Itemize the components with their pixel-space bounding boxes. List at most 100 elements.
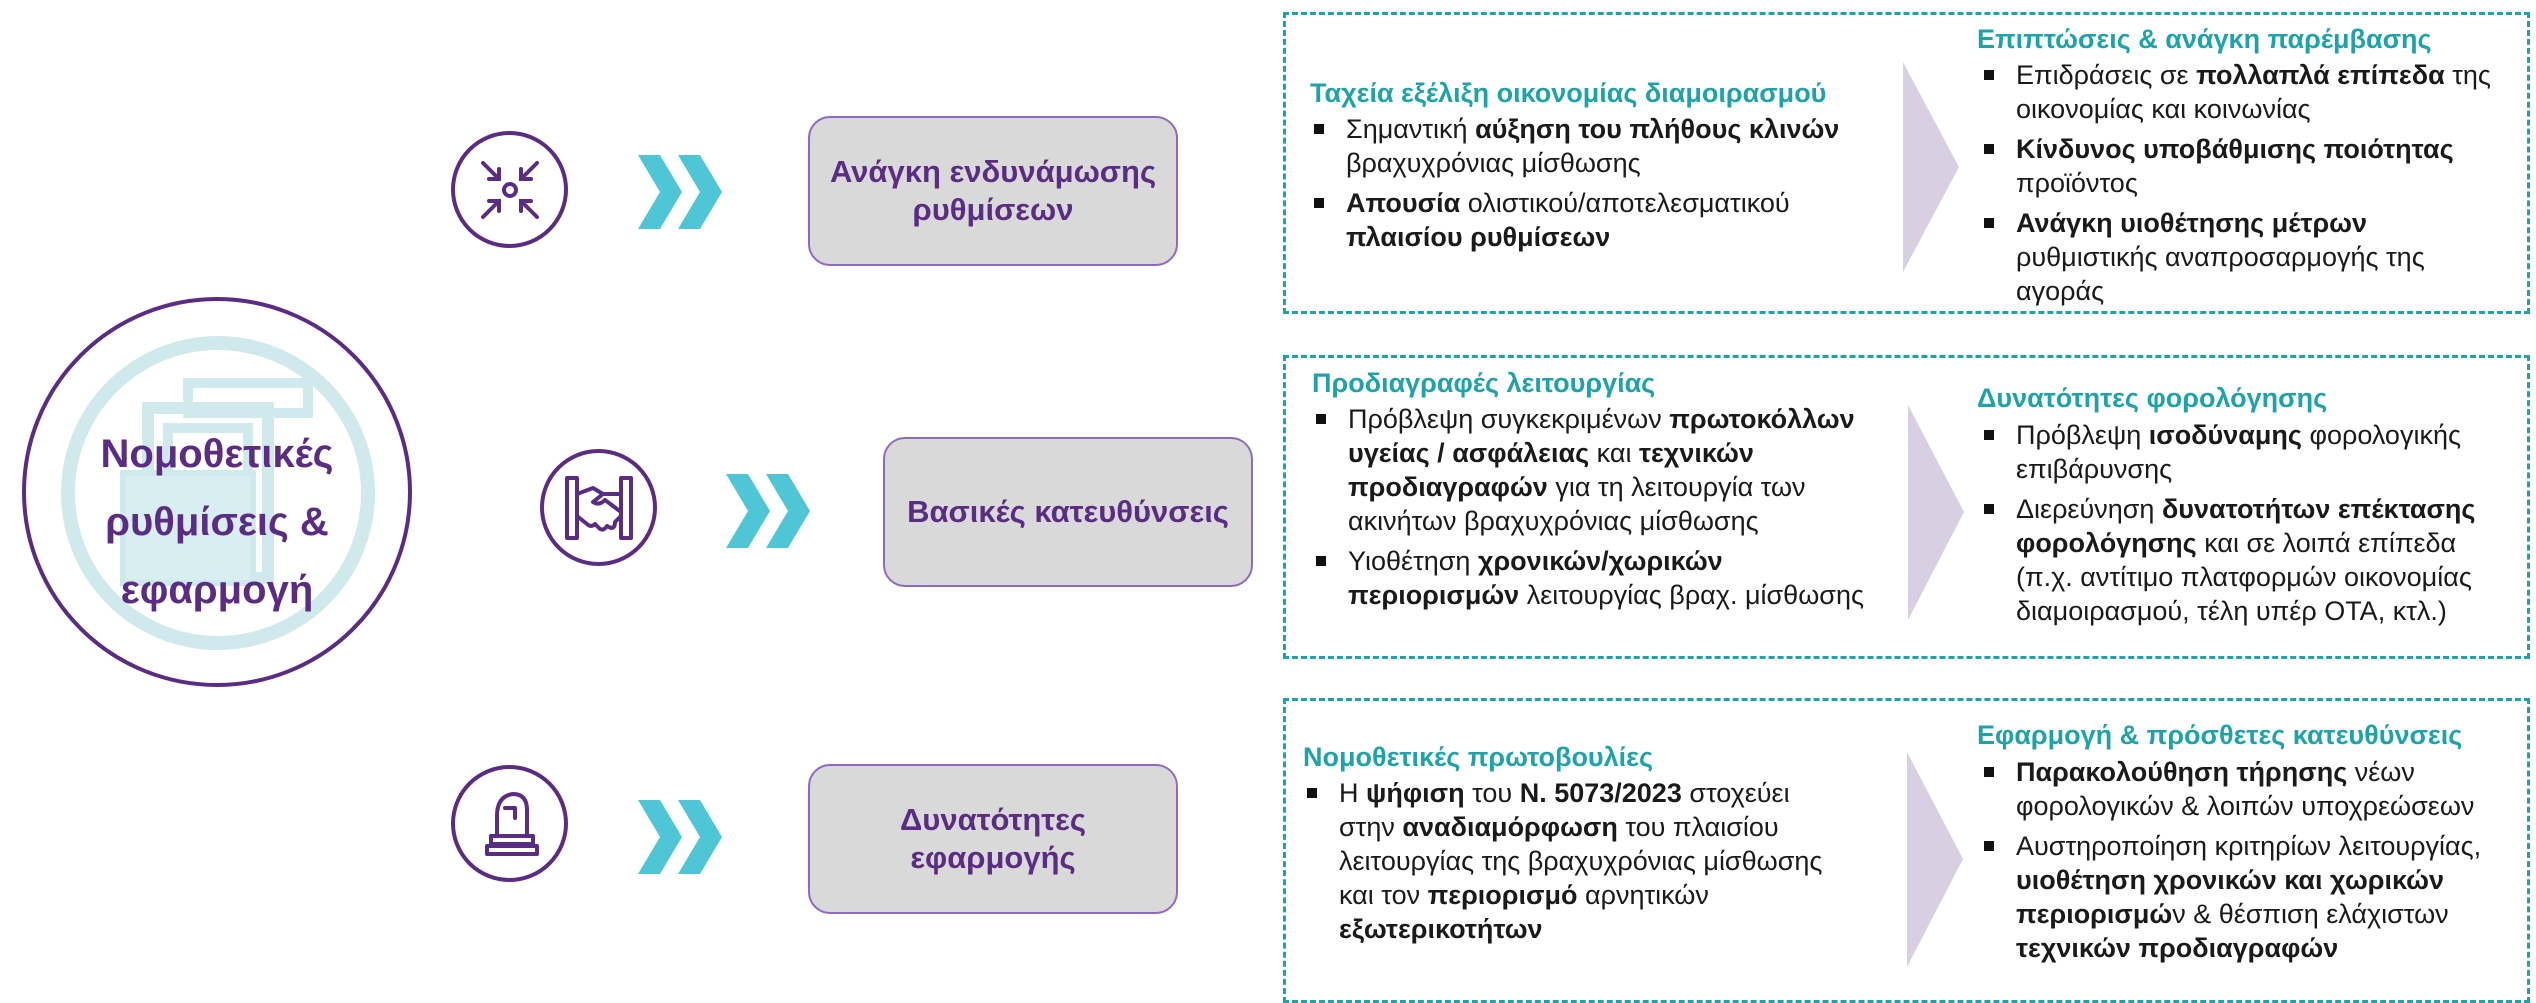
bullet-text: στοχεύει στην	[1339, 778, 1790, 842]
bullet-bold-text: τεχνικών προδιαγραφών	[2016, 933, 2339, 963]
bullet-item: Υιοθέτηση χρονικών/χωρικών περιορισμών λ…	[1312, 544, 1887, 612]
bullet-text: για τη λειτουργία των ακινήτων βραχυχρόν…	[1348, 472, 1806, 536]
row3-chevron-icon	[638, 800, 722, 874]
row2-icon-circle	[540, 449, 657, 566]
bullet-item: Κίνδυνος υποβάθμισης ποιότητας προϊόντος	[1980, 132, 2510, 200]
bullet-text: βραχυχρόνιας μίσθωσης	[1346, 148, 1641, 178]
row2-right-heading: Δυνατότητες φορολόγησης	[1977, 383, 2328, 413]
row1-arrow-icon	[1903, 62, 1959, 272]
bullet-text: και	[1589, 438, 1639, 468]
row2-label-box: Βασικές κατευθύνσεις	[883, 437, 1253, 587]
row1-box-line: ρυθμίσεων	[912, 192, 1074, 227]
bullet-item: Πρόβλεψη συγκεκριμένων πρωτοκόλλων υγεία…	[1312, 402, 1887, 538]
bullet-text: Πρόβλεψη συγκεκριμένων	[1348, 404, 1670, 434]
bullet-text: του πλαισίου λειτουργίας της βραχυχρόνια…	[1339, 812, 1823, 910]
bullet-item: Παρακολούθηση τήρησης νέων φορολογικών &…	[1980, 755, 2515, 823]
row2-right-list: Πρόβλεψη ισοδύναμης φορολογικής επιβάρυν…	[1980, 418, 2510, 634]
bullet-text: και σε λοιπά επίπεδα (π.χ. αντίτιμο πλατ…	[2016, 528, 2472, 626]
bullet-list: Πρόβλεψη συγκεκριμένων πρωτοκόλλων υγεία…	[1312, 402, 1887, 612]
bullet-item: Διερεύνηση δυνατοτήτων επέκτασης φορολόγ…	[1980, 492, 2510, 628]
bullet-bold-text: αναδιαμόρφωση	[1402, 812, 1618, 842]
bullet-text: Διερεύνηση	[2016, 494, 2162, 524]
main-title-line: Νομοθετικές	[100, 432, 334, 476]
bullet-bold-text: πλαισίου ρυθμίσεων	[1346, 222, 1611, 252]
bullet-bold-text: ψήφιση	[1366, 778, 1465, 808]
row1-left-list: Σημαντική αύξηση του πλήθους κλινών βραχ…	[1310, 112, 1880, 260]
row3-label-box: Δυνατότητες εφαρμογής	[808, 764, 1178, 914]
row1-chevron-icon	[638, 155, 722, 229]
bullet-list: Επιδράσεις σε πολλαπλά επίπεδα της οικον…	[1980, 58, 2510, 308]
bullet-bold-text: δυνατοτήτων επέκτασης φορολόγησης	[2016, 494, 2476, 558]
bullet-bold-text: χρονικών/χωρικών περιορισμών	[1348, 546, 1723, 610]
bullet-item: Η ψήφιση του Ν. 5073/2023 στοχεύει στην …	[1303, 776, 1833, 946]
row1-left-heading: Ταχεία εξέλιξη οικονομίας διαμοιρασμού	[1310, 78, 1827, 108]
bullet-text: φορολογικής επιβάρυνσης	[2016, 420, 2461, 484]
row2-left-heading: Προδιαγραφές λειτουργίας	[1312, 368, 1656, 398]
bullet-item: Ανάγκη υιοθέτησης μέτρων ρυθμιστικής ανα…	[1980, 206, 2510, 308]
central-circle	[22, 297, 412, 687]
bullet-text: ολιστικού/αποτελεσματικού	[1460, 188, 1790, 218]
bullet-bold-text: τεχνικών προδιαγραφών	[1348, 438, 1754, 502]
row2-arrow-icon	[1908, 405, 1964, 620]
bullet-bold-text: Ανάγκη υιοθέτησης μέτρων	[2016, 208, 2367, 238]
bullet-bold-text: αύξηση του πλήθους κλινών	[1475, 114, 1840, 144]
bullet-text: Πρόβλεψη	[2016, 420, 2149, 450]
row3-right-list: Παρακολούθηση τήρησης νέων φορολογικών &…	[1980, 755, 2515, 971]
row3-arrow-icon	[1907, 752, 1963, 967]
bullet-text: ν & θέσπιση ελάχιστων	[2172, 899, 2449, 929]
chess-knight-icon	[484, 791, 539, 856]
handshake-icon	[564, 475, 633, 540]
bullet-text: Υιοθέτηση	[1348, 546, 1478, 576]
bullet-text: νέων φορολογικών & λοιπών υποχρεώσεων	[2016, 757, 2475, 821]
bullet-text: της οικονομίας και κοινωνίας	[2016, 60, 2491, 124]
bullet-text: Αυστηροποίηση κριτηρίων λειτουργίας,	[2016, 831, 2482, 861]
row1-right-heading: Επιπτώσεις & ανάγκη παρέμβασης	[1977, 24, 2432, 54]
bullet-list: Πρόβλεψη ισοδύναμης φορολογικής επιβάρυν…	[1980, 418, 2510, 628]
main-title-line: εφαρμογή	[120, 568, 314, 612]
row1-box-line: Ανάγκη ενδυνάμωσης	[829, 154, 1157, 189]
row2-panel	[1283, 355, 2530, 659]
bullet-list: Παρακολούθηση τήρησης νέων φορολογικών &…	[1980, 755, 2515, 965]
bullet-text: λειτουργίας βραχ. μίσθωσης	[1519, 580, 1864, 610]
bullet-item: Σημαντική αύξηση του πλήθους κλινών βραχ…	[1310, 112, 1880, 180]
bullet-bold-text: περιορισμό	[1427, 880, 1578, 910]
bullet-bold-text: Κίνδυνος υποβάθμισης ποιότητας	[2016, 134, 2454, 164]
bullet-item: Απουσία ολιστικού/αποτελεσματικού πλαισί…	[1310, 186, 1880, 254]
bullet-text: προϊόντος	[2016, 168, 2138, 198]
bullet-bold-text: Παρακολούθηση τήρησης	[2016, 757, 2348, 787]
row1-icon-circle	[451, 131, 568, 248]
row3-right-heading: Εφαρμογή & πρόσθετες κατευθύνσεις	[1977, 720, 2463, 750]
bullet-text: ρυθμιστικής αναπροσαρμογής της αγοράς	[2016, 242, 2425, 306]
bullet-text: αρνητικών	[1577, 880, 1709, 910]
bullet-text: Σημαντική	[1346, 114, 1476, 144]
row1-panel	[1283, 12, 2530, 314]
bullet-bold-text: πρωτοκόλλων υγείας / ασφάλειας	[1348, 404, 1855, 468]
main-title-line: ρυθμίσεις &	[105, 500, 329, 544]
bullet-text: του	[1464, 778, 1520, 808]
bullet-bold-text: Ν. 5073/2023	[1519, 778, 1682, 808]
bullet-list: Σημαντική αύξηση του πλήθους κλινών βραχ…	[1310, 112, 1880, 254]
bullet-item: Αυστηροποίηση κριτηρίων λειτουργίας, υιο…	[1980, 829, 2515, 965]
row3-box-line: Δυνατότητες	[900, 802, 1086, 837]
row3-left-heading: Νομοθετικές πρωτοβουλίες	[1303, 742, 1654, 772]
compress-arrows-icon	[480, 160, 539, 219]
main-title: Νομοθετικές ρυθμίσεις & εφαρμογή	[60, 420, 374, 624]
row1-right-list: Επιδράσεις σε πολλαπλά επίπεδα της οικον…	[1980, 58, 2510, 314]
watermark-graphic	[61, 336, 375, 650]
bullet-text: Επιδράσεις σε	[2016, 60, 2197, 90]
bullet-bold-text: ισοδύναμης	[2148, 420, 2302, 450]
bullet-bold-text: Απουσία	[1346, 188, 1461, 218]
bullet-bold-text: πολλαπλά επίπεδα	[2196, 60, 2445, 90]
row3-left-list: Η ψήφιση του Ν. 5073/2023 στοχεύει στην …	[1303, 776, 1833, 952]
row2-chevron-icon	[726, 474, 810, 548]
bullet-bold-text: εξωτερικοτήτων	[1339, 914, 1543, 944]
row3-icon-circle	[451, 765, 568, 882]
bullet-list: Η ψήφιση του Ν. 5073/2023 στοχεύει στην …	[1303, 776, 1833, 946]
bullet-item: Πρόβλεψη ισοδύναμης φορολογικής επιβάρυν…	[1980, 418, 2510, 486]
bullet-bold-text: υιοθέτηση χρονικών και χωρικών περιορισμ…	[2016, 865, 2444, 929]
row2-box-line: Βασικές κατευθύνσεις	[907, 494, 1229, 529]
row3-box-line: εφαρμογής	[910, 840, 1076, 875]
bullet-text: Η	[1339, 778, 1366, 808]
row2-left-list: Πρόβλεψη συγκεκριμένων πρωτοκόλλων υγεία…	[1312, 402, 1887, 618]
bullet-item: Επιδράσεις σε πολλαπλά επίπεδα της οικον…	[1980, 58, 2510, 126]
